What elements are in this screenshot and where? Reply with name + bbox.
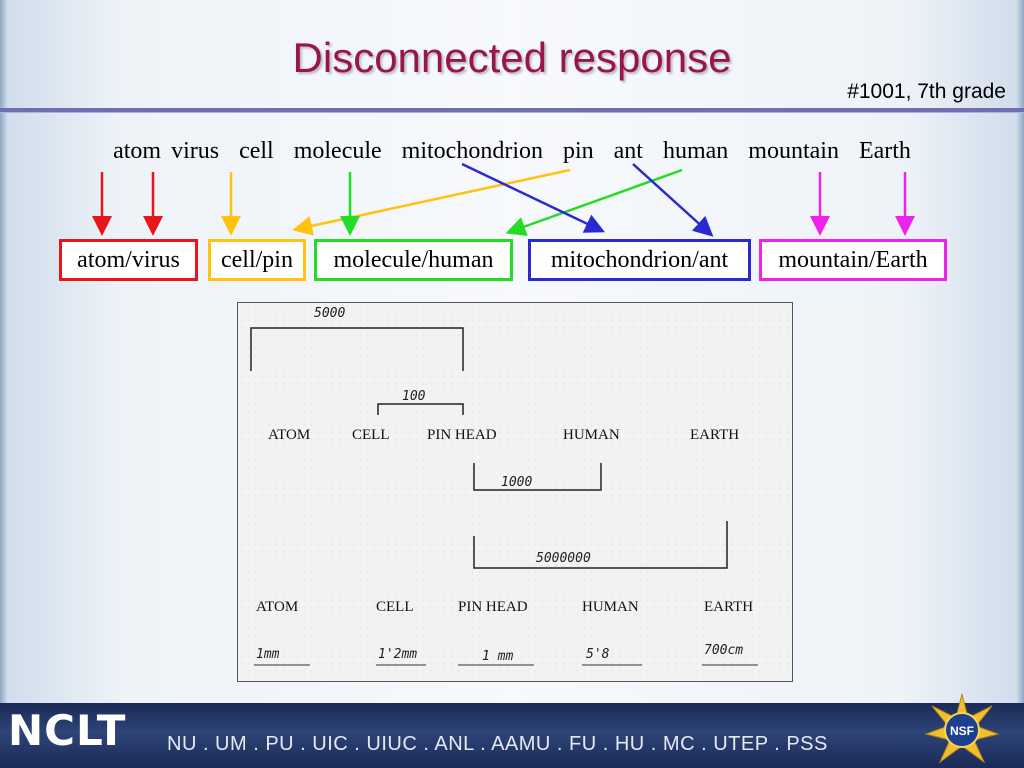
scan-value-cell: 1'2mm xyxy=(378,647,418,662)
scan-top-label-human: HUMAN xyxy=(563,427,620,443)
scan-bracket-lines xyxy=(250,327,758,666)
footer-bar xyxy=(0,703,1024,768)
slide-title: Disconnected response xyxy=(292,34,732,81)
arrow-ant xyxy=(632,163,714,237)
nsf-logo-icon: NSF xyxy=(924,693,1000,764)
scan-bottom-label-cell: CELL xyxy=(376,599,414,615)
slide-subtitle: #1001, 7th grade xyxy=(847,80,1006,103)
scan-value-earth: 700cm xyxy=(704,643,744,658)
group-box-cell-pin: cell/pin xyxy=(208,239,306,281)
bracket-label-pin-human: 1000 xyxy=(501,475,533,490)
scan-top-label-pin-head: PIN HEAD xyxy=(427,427,497,443)
scan-bottom-label-human: HUMAN xyxy=(582,599,639,615)
left-edge-decoration xyxy=(0,0,8,768)
partner-organizations: NU . UM . PU . UIC . UIUC . ANL . AAMU .… xyxy=(167,733,828,755)
group-box-mitochondrion-ant: mitochondrion/ant xyxy=(528,239,751,281)
scan-top-label-cell: CELL xyxy=(352,427,390,443)
grouping-arrows xyxy=(92,162,915,237)
student-work-scan: 5000 100 1000 5000000 ATOM CELL PIN HEAD… xyxy=(237,302,793,682)
bracket-label-pin-earth: 5000000 xyxy=(536,551,591,566)
scan-top-label-earth: EARTH xyxy=(690,427,740,443)
arrow-human xyxy=(505,168,683,237)
nclt-logo: NCLT xyxy=(8,706,127,755)
nsf-badge-text: NSF xyxy=(950,724,974,738)
scan-value-human: 5'8 xyxy=(586,647,610,662)
group-box-atom-virus: atom/virus xyxy=(59,239,198,281)
scan-value-atom: 1mm xyxy=(256,647,280,662)
scan-bottom-label-pin-head: PIN HEAD xyxy=(458,599,528,615)
group-box-molecule-human: molecule/human xyxy=(314,239,513,281)
bracket-label-atom-cell: 5000 xyxy=(314,306,346,321)
scan-bottom-label-earth: EARTH xyxy=(704,599,754,615)
bracket-label-cell-pin: 100 xyxy=(402,389,426,404)
right-edge-decoration xyxy=(1016,0,1024,768)
scan-value-pin-head: 1 mm xyxy=(482,649,514,664)
title-divider xyxy=(0,108,1024,113)
arrow-mitochondrion xyxy=(461,162,606,233)
group-box-mountain-earth: mountain/Earth xyxy=(759,239,947,281)
arrow-pin xyxy=(292,168,571,236)
terms-line: atom virus cell molecule mitochondrion p… xyxy=(113,138,911,164)
scan-top-label-atom: ATOM xyxy=(268,427,311,443)
scan-bottom-label-atom: ATOM xyxy=(256,599,299,615)
